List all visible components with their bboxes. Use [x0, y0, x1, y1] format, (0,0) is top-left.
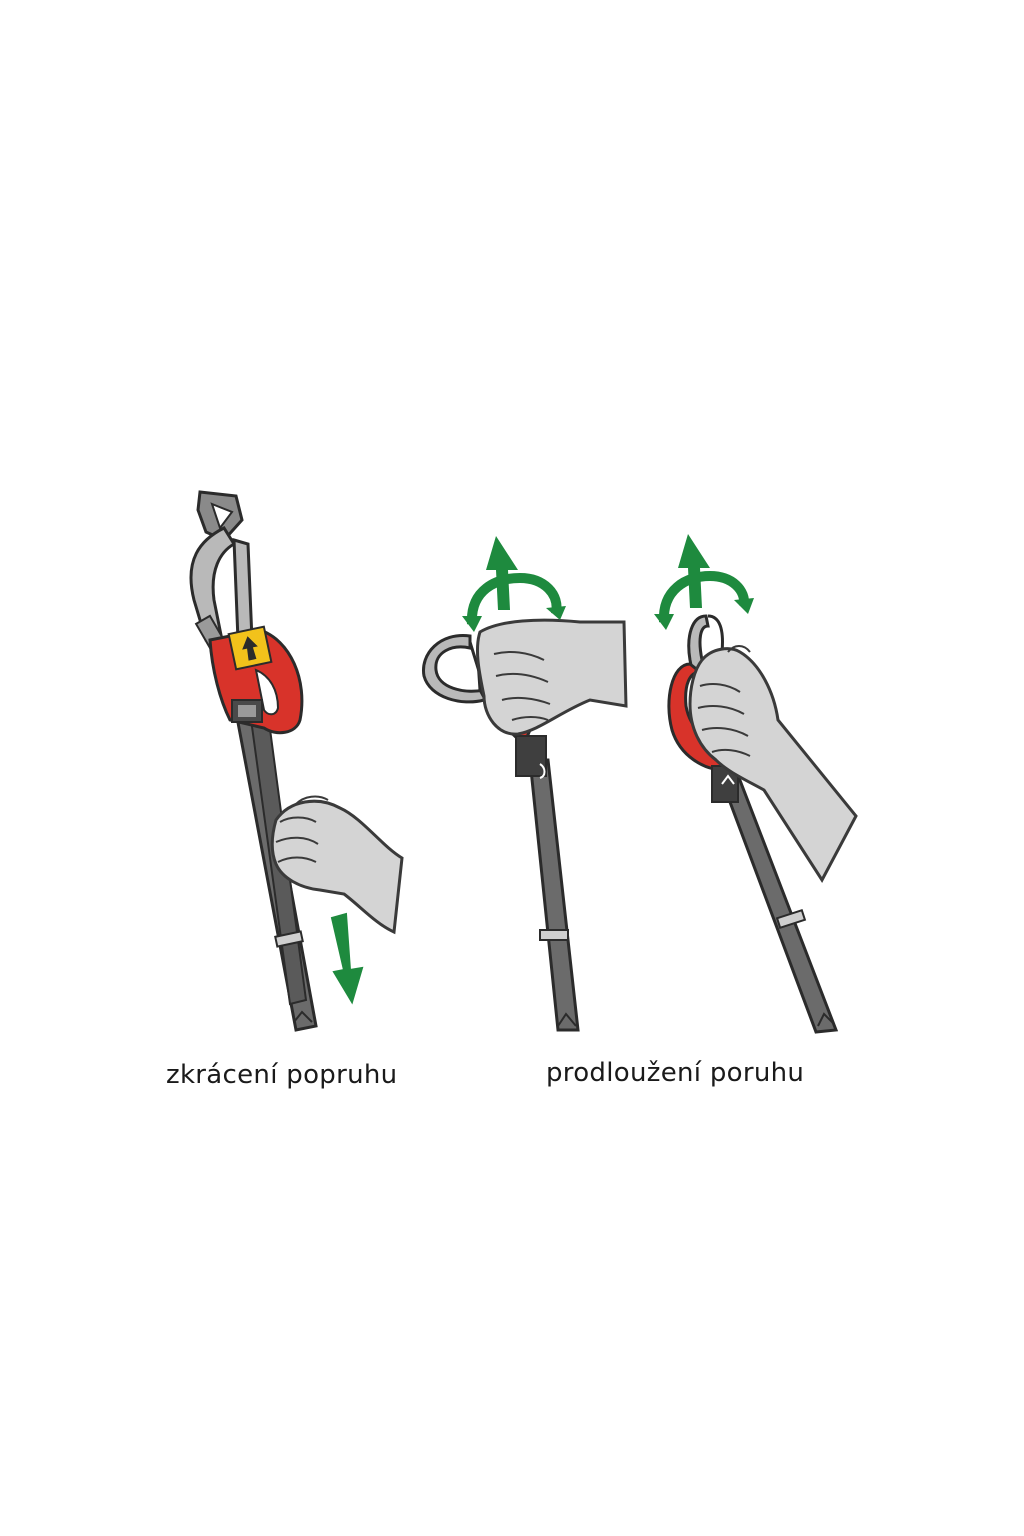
carabiner-icon — [189, 490, 254, 650]
figure-shorten — [189, 490, 404, 1032]
hand-icon — [270, 795, 404, 935]
arrow-up-icon — [486, 536, 518, 610]
caption-lengthen: prodloužení poruhu — [546, 1058, 805, 1088]
hand-icon — [688, 645, 858, 883]
hand-icon — [475, 618, 628, 736]
caption-shorten: zkrácení popruhu — [166, 1060, 398, 1090]
arrow-down-icon — [330, 912, 364, 1005]
rotate-arrow-icon — [462, 572, 566, 632]
figure-lengthen-a — [422, 536, 628, 1032]
arrow-up-icon — [678, 534, 710, 608]
rotate-arrow-icon — [654, 570, 754, 630]
figure-lengthen-b — [654, 534, 858, 1034]
red-sling-icon — [208, 625, 304, 735]
webbing-strap-icon — [528, 758, 580, 1032]
